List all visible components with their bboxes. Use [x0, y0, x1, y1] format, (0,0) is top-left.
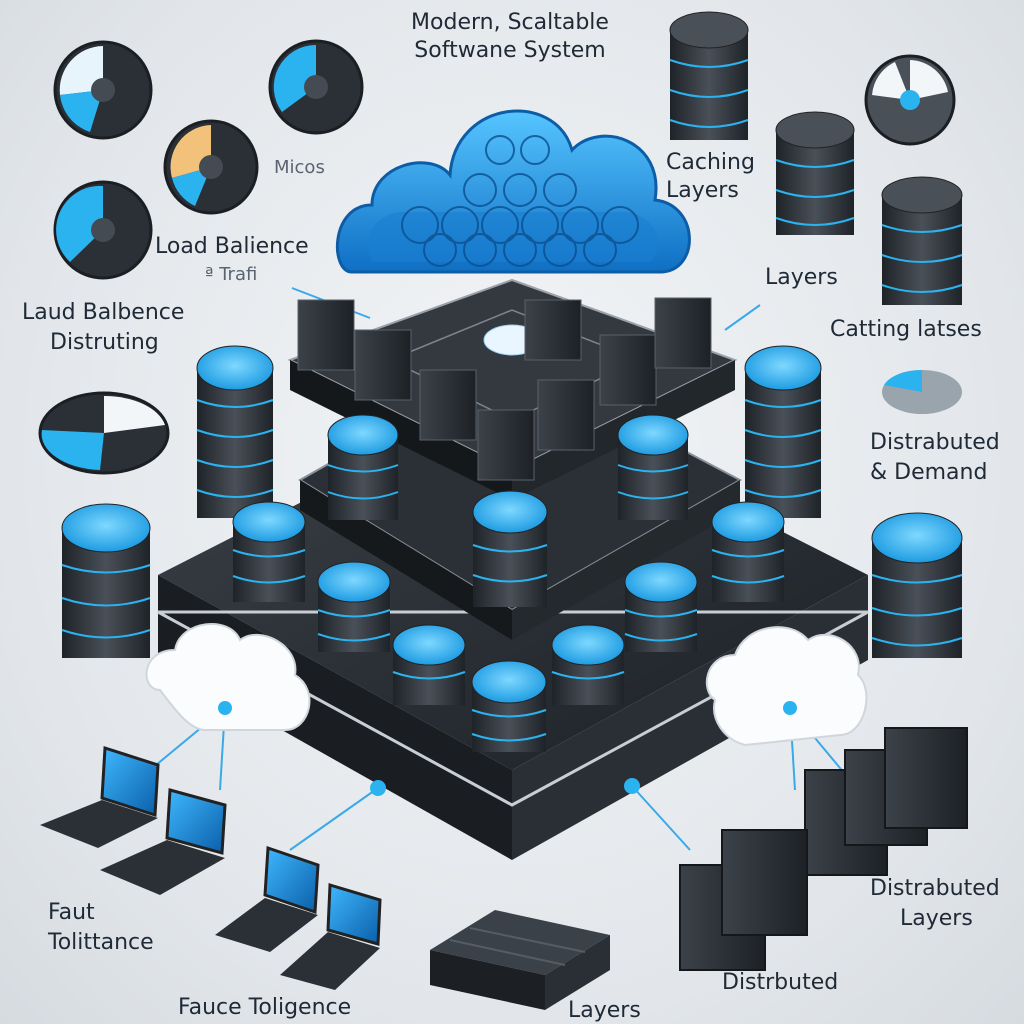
label-distributed-bottom: Distrbuted [722, 970, 839, 995]
label-fault-tolerance-bottom: Fauce Toligence [178, 995, 352, 1020]
database-icon [232, 501, 306, 602]
cloud-icon [145, 623, 311, 731]
label-tolerance: Tolittance [48, 930, 154, 955]
database-icon [327, 414, 399, 520]
database-icon [617, 414, 689, 520]
database-stacks [61, 345, 963, 752]
label-layers-mid: Layers [765, 265, 838, 290]
server-icon [679, 727, 968, 971]
page-title-line2: Softwane System [414, 38, 606, 63]
database-icon [881, 176, 963, 305]
gauge-icon [163, 119, 259, 215]
gauge-icon [38, 391, 170, 475]
caching-stacks [669, 11, 963, 305]
gauge-icon [53, 40, 153, 140]
database-icon [472, 490, 548, 607]
label-fault: Faut [48, 900, 95, 925]
database-icon [669, 11, 749, 140]
label-layers-bottom: Layers [568, 998, 641, 1023]
connector-node [624, 778, 640, 794]
laptop-icon [40, 745, 160, 848]
database-icon [775, 111, 855, 235]
label-demand: & Demand [870, 460, 988, 485]
database-icon [392, 624, 466, 705]
label-load-balance-top: Load Balience [155, 234, 309, 259]
gauge-icon [53, 180, 153, 280]
server-cubes [297, 297, 712, 481]
database-icon [196, 345, 274, 518]
database-icon [471, 660, 547, 752]
label-load-balance-left: Laud Balbence [22, 300, 185, 325]
database-icon [871, 512, 963, 658]
database-icon [711, 501, 785, 602]
label-layers-right: Layers [900, 906, 973, 931]
laptop-icon [280, 883, 382, 990]
page-title-line1: Modern, Scaltable [411, 10, 609, 35]
gauge-icon [882, 369, 962, 414]
label-caching-layers: Layers [666, 178, 739, 203]
database-icon [61, 503, 151, 658]
label-traffic: ª Trafi [205, 264, 258, 285]
label-distributed: Distrabuted [870, 430, 1000, 455]
gauge-icon [864, 54, 956, 146]
label-distributed-layers: Distrabuted [870, 876, 1000, 901]
gauge-icon [268, 39, 364, 135]
label-catting: Catting latses [830, 317, 982, 342]
label-micro: Micos [274, 157, 325, 178]
cloud-icon [705, 626, 868, 747]
laptop-icon [100, 788, 227, 895]
database-icon [744, 345, 822, 518]
database-icon [317, 561, 391, 652]
connector-node [370, 780, 386, 796]
central-cloud-icon [335, 109, 691, 274]
label-caching: Caching [666, 150, 755, 175]
laptop-icon [215, 845, 320, 952]
rack-icon [430, 910, 610, 1010]
label-distributing: Distruting [50, 330, 159, 355]
database-icon [624, 561, 698, 652]
database-icon [551, 624, 625, 705]
